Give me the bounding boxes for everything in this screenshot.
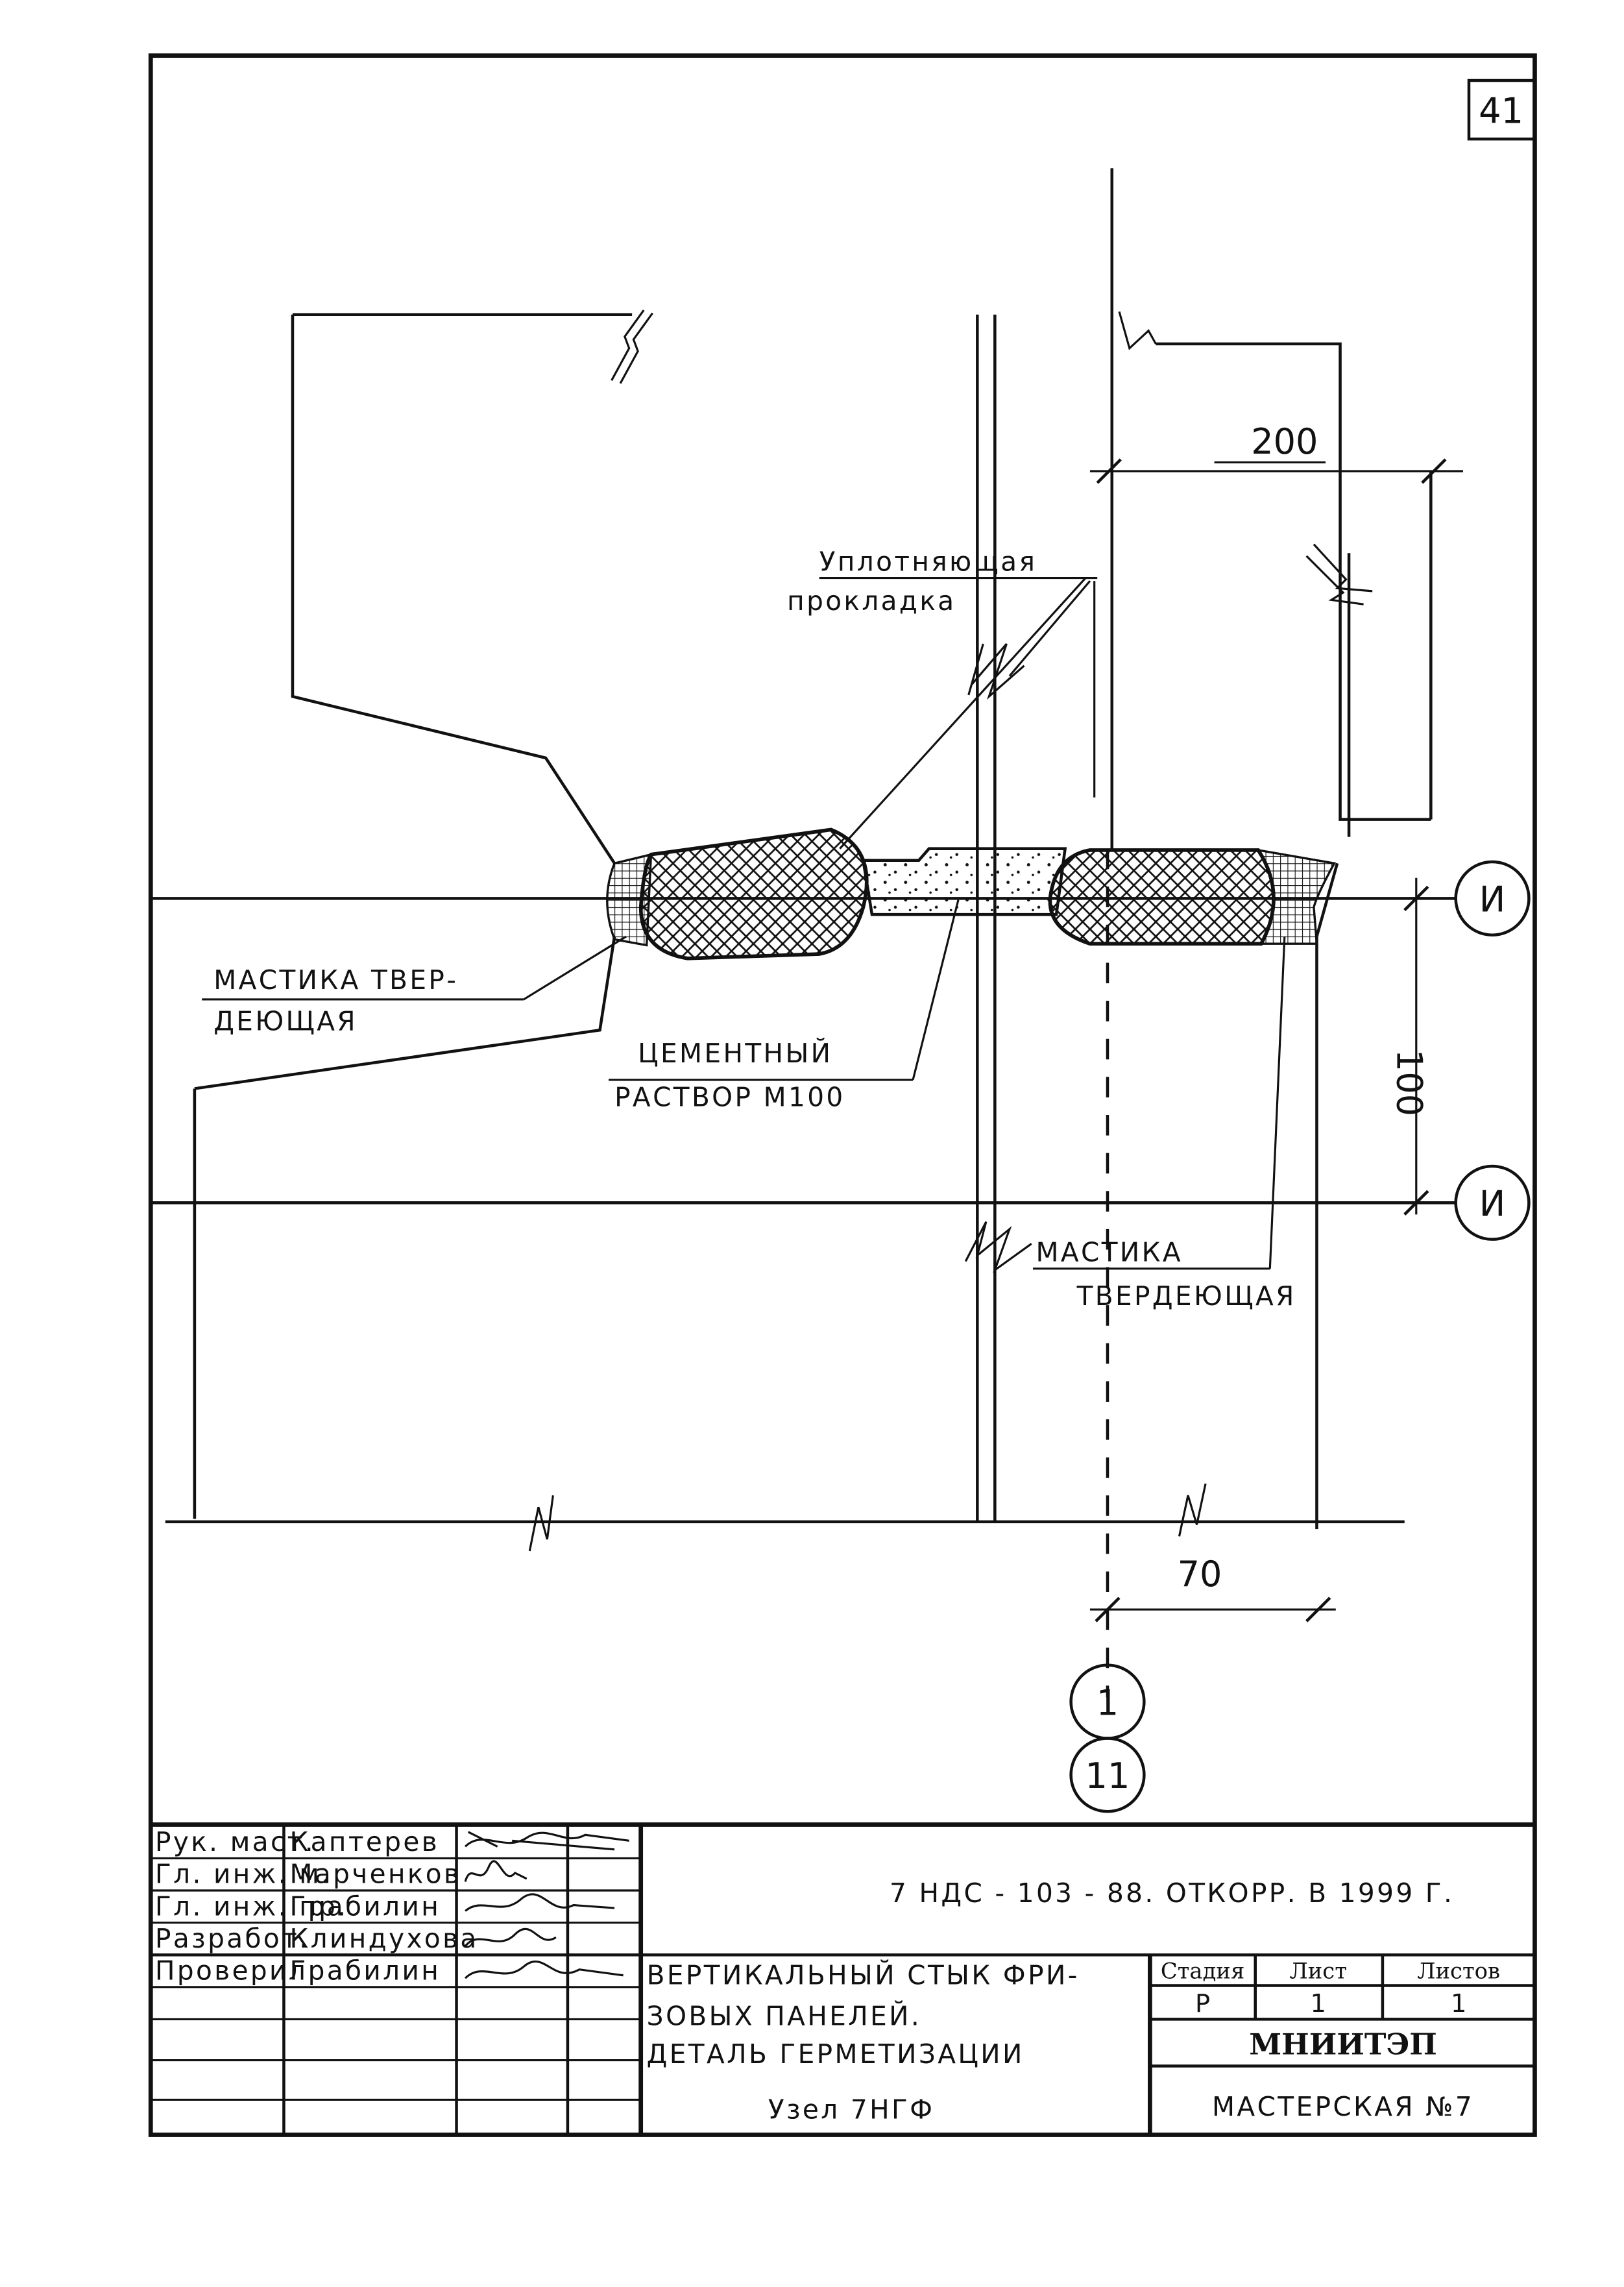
sheets-value: 1	[1451, 1989, 1466, 2018]
stage-header: Стадия	[1161, 1958, 1244, 1983]
sheet-number: 41	[1479, 90, 1523, 131]
label-cement-line2: РАСТВОР М100	[614, 1082, 845, 1113]
leader-mastic-right: МАСТИКА ТВЕРДЕЮЩАЯ	[1032, 936, 1296, 1312]
axis-label-right-upper: И	[1479, 879, 1505, 920]
name-2: Марченков	[289, 1859, 461, 1890]
dimension-bottom: 70	[1089, 1554, 1336, 1622]
right-panel-outline	[1118, 311, 1433, 1530]
title-line1: ВЕРТИКАЛЬНЫЙ СТЫК ФРИ-	[647, 1959, 1080, 1990]
title-line2: ЗОВЫХ ПАНЕЛЕЙ.	[647, 2000, 922, 2031]
title-block: Рук. маст. Гл. инж. м. Гл. инж. пр. Разр…	[151, 1822, 1535, 2135]
stage-value: Р	[1195, 1989, 1210, 2018]
sheets-header: Листов	[1417, 1958, 1500, 1983]
document-code: 7 НДС - 103 - 88. ОТКОРР. В 1999 Г.	[890, 1877, 1454, 1909]
leader-cement: ЦЕМЕНТНЫЙ РАСТВОР М100	[609, 899, 960, 1113]
label-gasket-line1: Уплотняющая	[819, 546, 1037, 577]
name-3: Грабилин	[289, 1890, 441, 1922]
axis-marker-bottom-upper: 1	[1069, 1663, 1146, 1740]
name-4: Клиндухова	[289, 1923, 478, 1954]
label-mastic-left-line1: МАСТИКА ТВЕР-	[213, 964, 458, 996]
dimension-top: 200	[1089, 421, 1463, 484]
right-gasket	[1048, 848, 1276, 946]
cement-mortar	[861, 847, 1067, 916]
dimension-100: 100	[1388, 1049, 1429, 1116]
sheet-number-box: 41	[1467, 79, 1536, 141]
left-panel-outline	[193, 310, 653, 1519]
name-5: Грабилин	[289, 1955, 441, 1987]
role-2: Гл. инж. м.	[155, 1859, 332, 1890]
role-3: Гл. инж. пр.	[155, 1890, 348, 1922]
axis-marker-right-lower: И	[1454, 1164, 1531, 1241]
name-1: Каптерев	[289, 1826, 439, 1857]
leader-mastic-left: МАСТИКА ТВЕР- ДЕЮЩАЯ	[202, 935, 627, 1036]
organization-name: МНИИТЭП	[1249, 2027, 1437, 2062]
sheet-value: 1	[1311, 1989, 1326, 2018]
joint-section	[606, 827, 1337, 960]
leader-gasket: Уплотняющая прокладка	[787, 546, 1098, 850]
axis-label-bottom-lower: 11	[1085, 1755, 1130, 1796]
axis-marker-right-upper: И	[1454, 860, 1531, 936]
right-mastic-fill	[1255, 848, 1337, 945]
sheet-frame	[148, 53, 1537, 2137]
signatures	[464, 1831, 629, 1979]
left-gasket	[638, 827, 869, 960]
workshop-name: МАСТЕРСКАЯ №7	[1212, 2091, 1474, 2122]
role-5: Проверил	[155, 1955, 308, 1987]
label-mastic-left-line2: ДЕЮЩАЯ	[213, 1005, 358, 1036]
sheet-header: Лист	[1290, 1958, 1347, 1983]
axis-label-right-lower: И	[1479, 1184, 1505, 1225]
role-1: Рук. маст.	[155, 1826, 315, 1857]
dimension-70: 70	[1178, 1554, 1222, 1595]
axis-marker-bottom-lower: 11	[1069, 1737, 1146, 1813]
role-4: Разработ.	[155, 1923, 309, 1954]
dimension-right: 100	[1388, 877, 1429, 1216]
label-cement-line1: ЦЕМЕНТНЫЙ	[638, 1038, 832, 1069]
node-label: Узел 7НГФ	[768, 2094, 935, 2125]
center-plate	[964, 314, 1032, 1522]
dimension-200: 200	[1251, 421, 1318, 462]
axis-label-bottom-upper: 1	[1097, 1682, 1119, 1723]
label-mastic-right-line1: МАСТИКА	[1036, 1237, 1183, 1268]
label-mastic-right-line2: ТВЕРДЕЮЩАЯ	[1076, 1280, 1296, 1312]
label-gasket-line2: прокладка	[787, 585, 956, 617]
title-line3: ДЕТАЛЬ ГЕРМЕТИЗАЦИИ	[647, 2038, 1024, 2070]
